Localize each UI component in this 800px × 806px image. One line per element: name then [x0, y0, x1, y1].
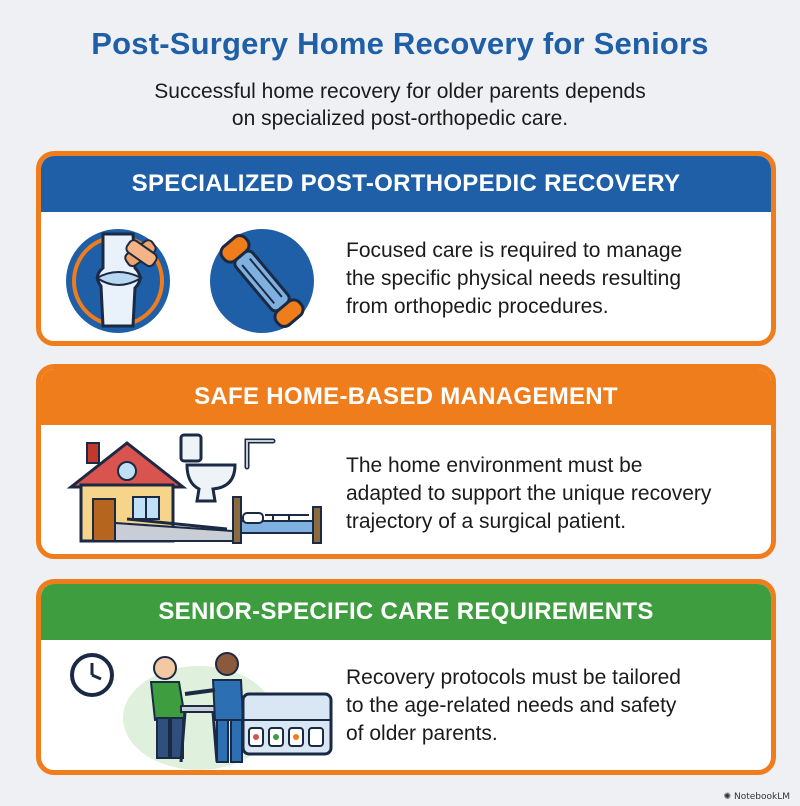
card-description-line: to the age-related needs and safety [346, 694, 677, 717]
card-description-line: adapted to support the unique recovery [346, 482, 712, 505]
card-header: SPECIALIZED POST-ORTHOPEDIC RECOVERY [41, 156, 771, 212]
footer-brand: ✺ NotebookLM [724, 792, 790, 802]
card-description-line: from orthopedic procedures. [346, 295, 609, 318]
hospital-bed-icon [232, 496, 322, 544]
resistance-band-icon [210, 229, 314, 333]
toilet-grab-bar-icon [179, 433, 276, 503]
card-header: SAFE HOME-BASED MANAGEMENT [41, 369, 771, 425]
card-orthopedic-recovery: SPECIALIZED POST-ORTHOPEDIC RECOVERY [36, 151, 776, 346]
house-ramp-icon [67, 441, 234, 543]
page-title: Post-Surgery Home Recovery for Seniors [91, 26, 709, 61]
card-heading: SPECIALIZED POST-ORTHOPEDIC RECOVERY [131, 170, 681, 197]
card-header: SENIOR-SPECIFIC CARE REQUIREMENTS [41, 584, 771, 640]
card-description: The home environment must be adapted to … [346, 452, 711, 536]
card-body: Recovery protocols must be tailored to t… [41, 640, 771, 770]
knee-joint-bandage-icon [66, 229, 170, 333]
card-description: Recovery protocols must be tailored to t… [346, 664, 681, 748]
wall-clock-icon [70, 653, 114, 697]
card-description-line: trajectory of a surgical patient. [346, 510, 627, 533]
caregiver-walker-icon [123, 652, 275, 770]
card-description-line: The home environment must be [346, 454, 643, 477]
pill-organizer-icon [241, 692, 333, 756]
subtitle: Successful home recovery for older paren… [0, 78, 800, 132]
card-home-management: SAFE HOME-BASED MANAGEMENT [36, 364, 776, 559]
brand-name: NotebookLM [733, 792, 790, 802]
card-heading: SAFE HOME-BASED MANAGEMENT [194, 383, 618, 410]
card-description-line: of older parents. [346, 722, 498, 745]
card-description-line: Recovery protocols must be tailored [346, 666, 681, 689]
subtitle-line: Successful home recovery for older paren… [154, 80, 646, 103]
card-senior-care: SENIOR-SPECIFIC CARE REQUIREMENTS [36, 579, 776, 775]
card-description: Focused care is required to manage the s… [346, 237, 682, 321]
card-description-line: the specific physical needs resulting [346, 267, 682, 290]
card-body: Focused care is required to manage the s… [41, 212, 771, 341]
brand-logo-icon: ✺ [723, 792, 732, 802]
card-heading: SENIOR-SPECIFIC CARE REQUIREMENTS [158, 598, 654, 625]
card-body: The home environment must be adapted to … [41, 425, 771, 554]
subtitle-line: on specialized post-orthopedic care. [231, 107, 569, 130]
card-description-line: Focused care is required to manage [346, 239, 683, 262]
